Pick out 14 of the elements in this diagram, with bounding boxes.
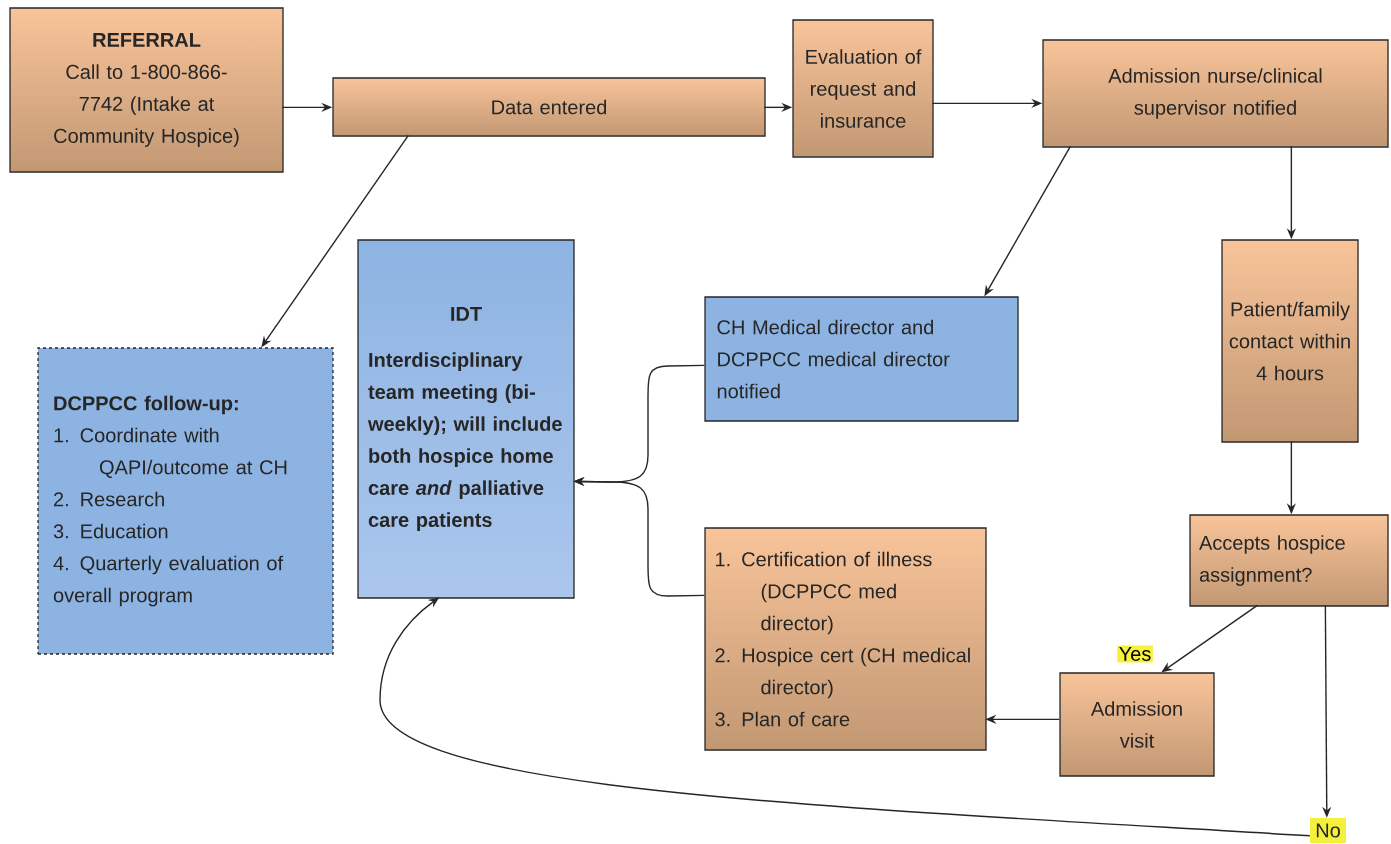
process-box: Evaluation of request and insurance xyxy=(792,19,934,158)
process-box: 1. Certification of illness (DCPPCC med director) 2. Hospice cert (CH medical director) 3. Plan of care xyxy=(704,527,987,751)
process-box: REFERRAL Call to 1-800-866-7742 (Intake at Community Hospice) xyxy=(9,7,284,173)
edge-label: Yes xyxy=(1117,645,1153,663)
process-box: Patient/family contact within 4 hours xyxy=(1221,239,1359,443)
process-box: CH Medical director and DCPPCC medical director notified xyxy=(704,296,1019,422)
follow-up-box: DCPPCC follow-up: 1. Coordinate with QAPI/outcome at CH 2. Research 3. Education 4. Quarterly evaluation of overall program xyxy=(37,347,334,655)
process-box: Admission visit xyxy=(1059,672,1215,777)
process-box: Admission nurse/clinical supervisor notified xyxy=(1042,39,1389,148)
decision-box: Accepts hospice assignment? xyxy=(1189,514,1389,607)
process-box: Data entered xyxy=(332,77,766,137)
arrow xyxy=(379,597,1311,837)
meeting-box: IDT Interdisciplinary team meeting (bi-weekly); will include both hospice home care and palliative care patients xyxy=(357,239,575,599)
answer-label: No xyxy=(1310,818,1346,843)
